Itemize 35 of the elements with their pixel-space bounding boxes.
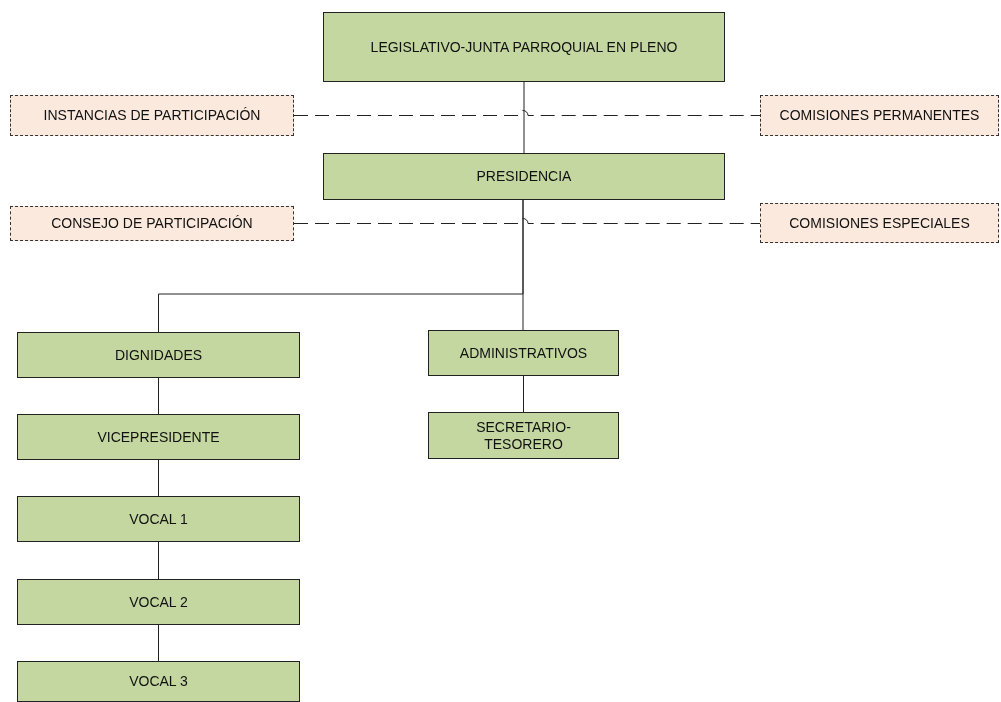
box-label: ADMINISTRATIVOS	[458, 344, 589, 362]
box-label: PRESIDENCIA	[475, 168, 573, 185]
box-label: COMISIONES PERMANENTES	[778, 107, 981, 124]
connector-line	[523, 81, 525, 154]
connector-line	[293, 218, 761, 224]
box-label: VICEPRESIDENTE	[96, 428, 221, 446]
dashed-box	[10, 206, 294, 241]
connector-line	[158, 459, 159, 497]
org-box	[428, 330, 619, 376]
box-label: DIGNIDADES	[113, 346, 204, 364]
connector-line	[158, 377, 159, 415]
org-box	[323, 153, 725, 200]
connector-line	[522, 199, 524, 331]
dashed-box	[760, 203, 999, 243]
box-label: INSTANCIAS DE PARTICIPACIÓN	[42, 107, 262, 124]
box-label: VOCAL 3	[128, 673, 189, 690]
box-label: SECRETARIO- TESORERO	[475, 418, 572, 453]
dashed-box	[760, 95, 999, 136]
box-label: LEGISLATIVO-JUNTA PARROQUIAL EN PLENO	[369, 38, 679, 56]
connector-line	[523, 375, 524, 413]
org-box	[323, 12, 725, 82]
connector-line	[158, 624, 159, 662]
box-label: VOCAL 2	[128, 593, 189, 611]
org-box	[428, 412, 619, 459]
org-box	[17, 414, 300, 460]
box-label: COMISIONES ESPECIALES	[788, 214, 971, 232]
org-box	[17, 579, 300, 625]
connector-line	[293, 110, 761, 116]
org-box	[17, 661, 300, 702]
connector-line	[158, 541, 159, 580]
box-label: CONSEJO DE PARTICIPACIÓN	[50, 215, 254, 232]
org-box	[17, 496, 300, 542]
box-label: VOCAL 1	[128, 510, 189, 528]
org-box	[17, 332, 300, 378]
dashed-box	[10, 95, 294, 136]
